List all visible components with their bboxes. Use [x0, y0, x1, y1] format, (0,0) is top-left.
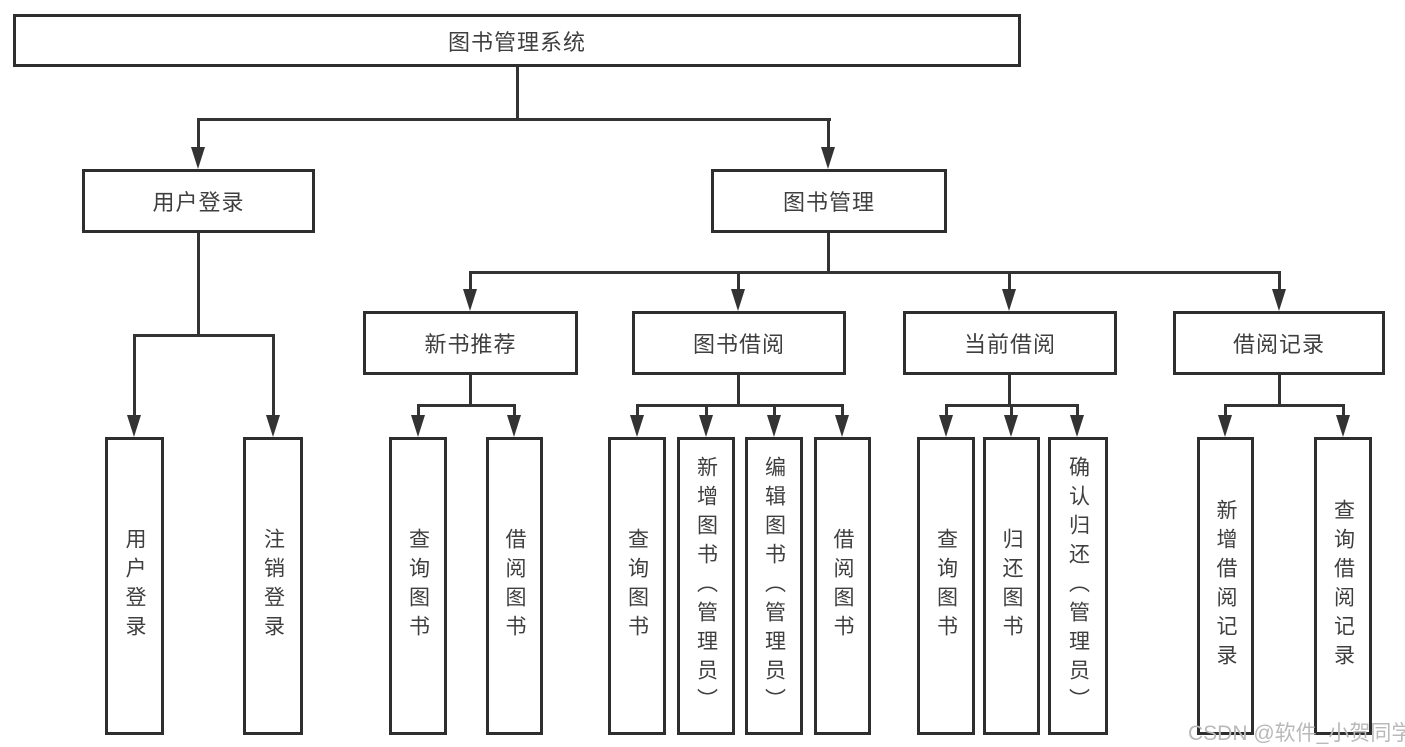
node-borrow-records: 借阅记录 — [1173, 311, 1385, 375]
connector-current-borrow-stem — [1008, 375, 1011, 407]
connector-new-books-bar — [417, 404, 516, 407]
node-label: 图书借阅 — [692, 332, 785, 357]
node-label: 图书管理系统 — [447, 29, 586, 55]
leaf-query-borrow-record: 查询借阅记录 — [1314, 437, 1372, 735]
node-book-management: 图书管理 — [711, 169, 947, 233]
connector-root-stem — [516, 67, 519, 121]
node-label: 借阅记录 — [1232, 332, 1325, 357]
leaf-label: 确认归还（管理员） — [1066, 455, 1090, 717]
connector-root-to-user-login — [197, 118, 200, 150]
arrowhead-borrow-records — [1272, 289, 1286, 311]
connector-to-new-books — [469, 271, 472, 293]
connector-to-leaf — [1010, 404, 1013, 418]
arrowhead-new-books — [463, 289, 477, 311]
node-book-borrow: 图书借阅 — [632, 311, 846, 375]
leaf-label: 查询借阅记录 — [1331, 499, 1355, 673]
leaf-borrow-books: 借阅图书 — [814, 437, 871, 735]
connector-book-mgmt-stem — [827, 233, 830, 274]
connector-borrow-records-stem — [1278, 375, 1281, 407]
connector-to-leaf — [945, 404, 948, 418]
leaf-add-books-admin: 新增图书（管理员） — [677, 437, 735, 735]
arrowhead-leaf — [1336, 415, 1350, 437]
connector-to-borrow-records — [1278, 271, 1281, 293]
connector-to-book-borrow — [737, 271, 740, 293]
connector-root-bar — [197, 118, 831, 121]
connector-book-borrow-bar — [636, 404, 844, 407]
connector-borrow-records-bar — [1224, 404, 1344, 407]
leaf-label: 新增图书（管理员） — [694, 455, 718, 717]
node-library-management-system: 图书管理系统 — [13, 14, 1021, 67]
arrowhead-leaf-login — [127, 415, 141, 437]
arrowhead-book-mgmt — [821, 147, 835, 169]
leaf-label: 借阅图书 — [503, 528, 526, 644]
leaf-borrow-books-recommend: 借阅图书 — [486, 437, 543, 735]
connector-root-to-book-mgmt — [827, 118, 830, 150]
arrowhead-leaf — [939, 415, 953, 437]
arrowhead-leaf — [507, 415, 521, 437]
arrowhead-user-login — [191, 147, 205, 169]
connector-user-login-stem — [197, 233, 200, 337]
connector-to-leaf — [636, 404, 639, 418]
connector-to-leaf — [1342, 404, 1345, 418]
arrowhead-book-borrow — [731, 289, 745, 311]
connector-book-borrow-stem — [737, 375, 740, 407]
leaf-query-books-borrow: 查询图书 — [608, 437, 666, 735]
leaf-query-books-recommend: 查询图书 — [389, 437, 447, 735]
leaf-label: 编辑图书（管理员） — [762, 455, 786, 717]
connector-to-leaf — [1076, 404, 1079, 418]
connector-book-mgmt-bar — [469, 271, 1281, 274]
connector-to-leaf-login — [133, 334, 136, 418]
node-label: 当前借阅 — [963, 332, 1056, 357]
csdn-watermark: CSDN @软件_小贺同学 — [1188, 722, 1405, 745]
leaf-label: 新增借阅记录 — [1214, 499, 1237, 673]
node-label: 新书推荐 — [424, 332, 517, 357]
arrowhead-leaf — [1218, 415, 1232, 437]
leaf-label: 查询图书 — [934, 528, 958, 644]
leaf-label: 用户登录 — [123, 528, 146, 644]
node-user-login: 用户登录 — [82, 169, 315, 233]
connector-to-leaf — [773, 404, 776, 418]
connector-to-leaf — [417, 404, 420, 418]
leaf-return-books: 归还图书 — [983, 437, 1040, 735]
arrowhead-leaf — [699, 415, 713, 437]
leaf-label: 查询图书 — [406, 528, 430, 644]
leaf-label: 借阅图书 — [831, 528, 854, 644]
leaf-query-books-current: 查询图书 — [917, 437, 975, 735]
leaf-add-borrow-record: 新增借阅记录 — [1197, 437, 1254, 735]
leaf-edit-books-admin: 编辑图书（管理员） — [745, 437, 803, 735]
connector-to-leaf — [513, 404, 516, 418]
connector-to-leaf — [1224, 404, 1227, 418]
arrowhead-leaf — [767, 415, 781, 437]
arrowhead-leaf — [835, 415, 849, 437]
node-new-book-recommend: 新书推荐 — [363, 311, 578, 375]
arrowhead-leaf — [1070, 415, 1084, 437]
leaf-label: 查询图书 — [625, 528, 649, 644]
arrowhead-leaf — [1004, 415, 1018, 437]
arrowhead-leaf — [411, 415, 425, 437]
arrowhead-leaf — [630, 415, 644, 437]
connector-user-login-bar — [133, 334, 275, 337]
node-current-borrow: 当前借阅 — [903, 311, 1117, 375]
connector-to-leaf-logout — [272, 334, 275, 418]
leaf-confirm-return-admin: 确认归还（管理员） — [1048, 437, 1108, 735]
leaf-user-login: 用户登录 — [105, 437, 164, 735]
leaf-logout: 注销登录 — [243, 437, 303, 735]
connector-new-books-stem — [469, 375, 472, 407]
connector-to-leaf — [841, 404, 844, 418]
connector-to-current-borrow — [1008, 271, 1011, 293]
arrowhead-current-borrow — [1002, 289, 1016, 311]
leaf-label: 注销登录 — [261, 528, 285, 644]
leaf-label: 归还图书 — [1000, 528, 1023, 644]
connector-to-leaf — [705, 404, 708, 418]
node-label: 图书管理 — [782, 190, 875, 215]
node-label: 用户登录 — [152, 190, 245, 215]
arrowhead-leaf-logout — [266, 415, 280, 437]
